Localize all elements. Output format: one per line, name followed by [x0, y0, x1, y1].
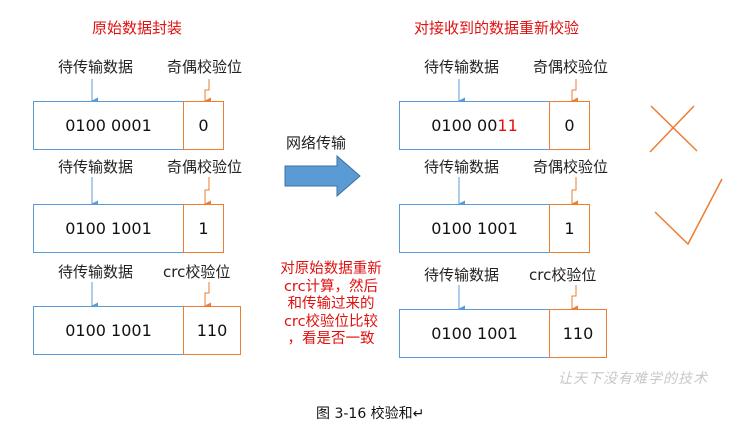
right-row1-data-prefix: 0100 00 [431, 116, 498, 135]
right-row3-data-box: 0100 1001 [399, 309, 550, 358]
right-row2-data-label: 待传输数据 [424, 158, 500, 176]
left-row2-check-box: 1 [183, 204, 224, 253]
left-row2-data-value: 0100 1001 [65, 219, 152, 238]
right-row1-error-bit: 1 [497, 116, 508, 135]
left-row2-check-value: 1 [198, 219, 209, 238]
right-row2-data-box: 0100 1001 [399, 204, 550, 253]
right-row1-check-label: 奇偶校验位 [533, 58, 609, 76]
cross-mark-icon [649, 105, 698, 153]
left-row1-check-label: 奇偶校验位 [167, 58, 243, 76]
right-row1-check-box: 0 [549, 101, 590, 150]
note-line: ，看是否一致 [287, 331, 375, 347]
right-row3-data-value: 0100 1001 [431, 324, 518, 343]
note-line: crc校验位比较 [283, 313, 379, 330]
left-row2-check-label: 奇偶校验位 [167, 158, 243, 176]
right-row3-check-label: crc校验位 [529, 266, 597, 284]
left-row1-check-arrow [204, 79, 211, 105]
figure-caption: 图 3-16 校验和↵ [316, 406, 425, 422]
left-row1-data-value: 0100 0001 [65, 116, 152, 135]
check-mark-icon [654, 178, 723, 246]
left-row2-data-box: 0100 1001 [33, 204, 184, 253]
crc-explanation-note: 对原始数据重新 crc计算，然后 和传输过来的 crc校验位比较 ，看是否一致 [266, 261, 396, 349]
left-row3-data-box: 0100 1001 [33, 306, 184, 355]
left-title: 原始数据封装 [92, 19, 183, 37]
right-row1-data-suffix: 1 [507, 116, 518, 135]
right-row2-check-box: 1 [549, 204, 590, 253]
watermark: 让天下没有难学的技术 [558, 371, 708, 387]
note-line: 对原始数据重新 [280, 261, 382, 277]
network-transfer-arrow [284, 154, 361, 198]
right-row3-check-box: 110 [549, 309, 607, 358]
note-line: 和传输过来的 [287, 296, 375, 312]
right-row2-check-arrow [571, 177, 578, 208]
left-row2-data-label: 待传输数据 [58, 158, 134, 176]
left-row2-check-arrow [204, 177, 211, 208]
note-line: crc计算，然后 [283, 278, 379, 295]
left-row3-check-box: 110 [183, 306, 241, 355]
right-row1-data-box: 0100 0011 [399, 101, 550, 150]
right-row1-check-value: 0 [564, 116, 575, 135]
left-row1-data-box: 0100 0001 [33, 101, 184, 150]
left-row3-data-label: 待传输数据 [58, 263, 134, 281]
left-row3-data-value: 0100 1001 [65, 321, 152, 340]
right-row1-check-arrow [571, 79, 578, 105]
right-row1-data-label: 待传输数据 [424, 58, 500, 76]
right-row1-data-value: 0100 0011 [431, 116, 518, 135]
right-row2-check-label: 奇偶校验位 [533, 158, 609, 176]
left-row1-check-box: 0 [183, 101, 224, 150]
left-row3-check-arrow [204, 282, 211, 310]
right-row2-data-value: 0100 1001 [431, 219, 518, 238]
right-row2-check-value: 1 [564, 219, 575, 238]
transfer-label: 网络传输 [286, 134, 347, 152]
right-row3-check-value: 110 [562, 324, 594, 343]
right-title: 对接收到的数据重新校验 [414, 19, 580, 37]
left-row3-check-label: crc校验位 [163, 263, 231, 281]
left-row1-check-value: 0 [198, 116, 209, 135]
left-row3-check-value: 110 [196, 321, 228, 340]
right-row3-data-label: 待传输数据 [424, 266, 500, 284]
right-row3-check-arrow [571, 285, 578, 313]
left-row1-data-label: 待传输数据 [58, 58, 134, 76]
